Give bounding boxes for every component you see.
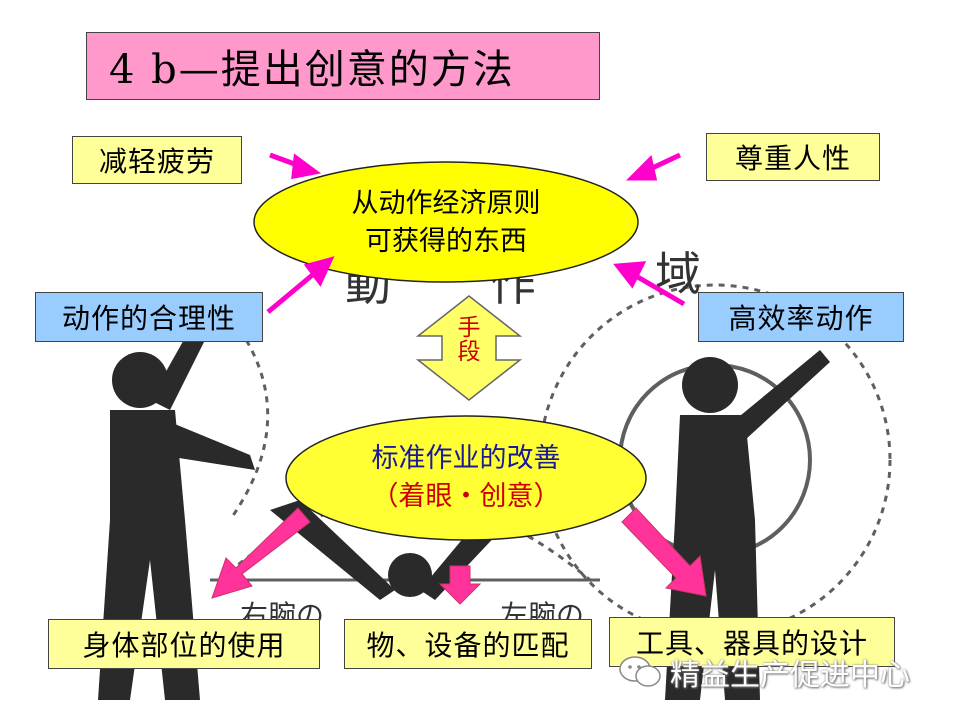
top-ellipse-line-1: 从动作经济原则 bbox=[351, 188, 541, 219]
bottom-ellipse bbox=[285, 415, 647, 541]
box-rational-motion: 动作的合理性 bbox=[35, 292, 263, 342]
top-ellipse bbox=[253, 161, 639, 283]
box-efficient-motion: 高效率动作 bbox=[698, 292, 904, 342]
bottom-ellipse-text: 标准作业的改善 （着眼・创意） bbox=[310, 440, 622, 516]
box-respect-humanity: 尊重人性 bbox=[706, 133, 880, 181]
box-body-part-usage: 身体部位的使用 bbox=[48, 619, 320, 669]
watermark: 精益生产促进中心 bbox=[618, 650, 910, 694]
box-equipment-matching: 物、设备的匹配 bbox=[344, 619, 592, 669]
means-label: 手段 bbox=[457, 315, 481, 365]
box-reduce-fatigue: 减轻疲劳 bbox=[72, 136, 242, 184]
bottom-ellipse-line-2: （着眼・创意） bbox=[371, 481, 561, 512]
page-title: 4 b—提出创意的方法 bbox=[86, 32, 600, 100]
top-ellipse-line-2: 可获得的东西 bbox=[365, 226, 527, 257]
box-tool-design: 工具、器具的设计 bbox=[609, 617, 895, 667]
means-double-arrow bbox=[415, 295, 523, 401]
top-ellipse-text: 从动作经济原则 可获得的东西 bbox=[300, 185, 592, 261]
chat-bubble-icon bbox=[619, 656, 661, 687]
watermark-text: 精益生产促进中心 bbox=[670, 658, 910, 693]
bottom-ellipse-line-1: 标准作业的改善 bbox=[371, 443, 561, 474]
pink-block-arrows bbox=[211, 507, 707, 605]
magenta-arrows bbox=[266, 152, 686, 314]
